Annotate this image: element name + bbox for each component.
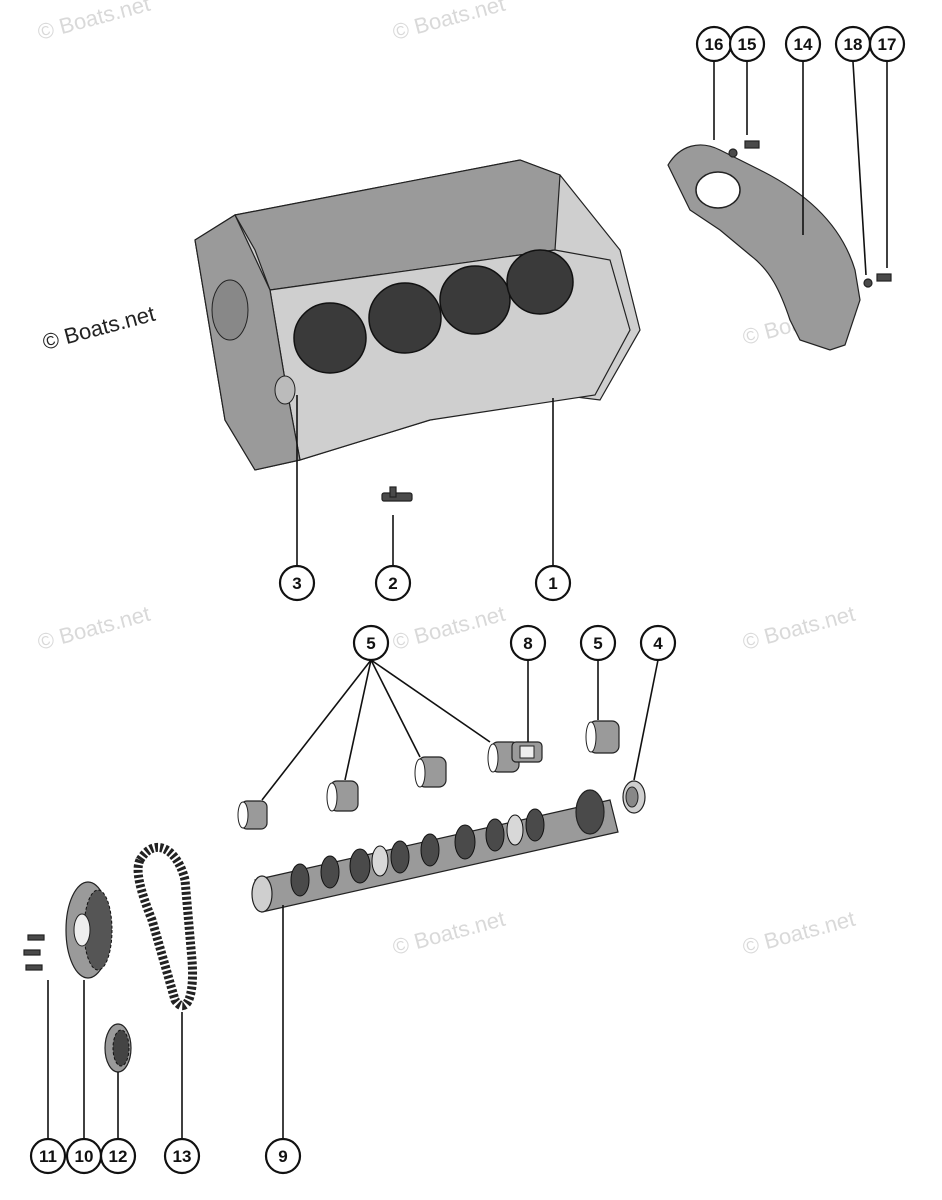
svg-text:1: 1: [548, 574, 557, 593]
camshaft: [251, 789, 619, 913]
sprocket-bolts: [23, 934, 45, 971]
svg-text:16: 16: [705, 35, 724, 54]
callout-2: 2: [374, 564, 412, 602]
watermarks: © Boats.net © Boats.net © Boats.net © Bo…: [35, 0, 858, 960]
callout-17: 17: [868, 25, 906, 63]
callouts: 1 2 3 5 8 5 4 16 15 14 18: [29, 25, 906, 1175]
svg-text:13: 13: [173, 1147, 192, 1166]
watermark: © Boats.net: [390, 906, 508, 960]
callout-3: 3: [278, 564, 316, 602]
svg-text:11: 11: [39, 1147, 57, 1166]
engine-block: [194, 159, 641, 471]
expansion-plug: [381, 486, 413, 502]
svg-text:5: 5: [366, 634, 375, 653]
callout-5a: 5: [352, 624, 390, 662]
timing-chain: [133, 843, 198, 1011]
svg-text:15: 15: [738, 35, 757, 54]
svg-text:2: 2: [388, 574, 397, 593]
valve-lifter: [511, 741, 543, 763]
callout-13: 13: [163, 1137, 201, 1175]
camshaft-rear-plug: [622, 780, 646, 814]
svg-text:4: 4: [653, 634, 663, 653]
svg-text:14: 14: [794, 35, 813, 54]
watermark: © Boats.net: [35, 0, 153, 45]
callout-14: 14: [784, 25, 822, 63]
watermark: © Boats.net: [35, 601, 153, 655]
callout-12: 12: [99, 1137, 137, 1175]
watermark: © Boats.net: [390, 601, 508, 655]
callout-8: 8: [509, 624, 547, 662]
callout-15: 15: [728, 25, 766, 63]
callout-11: 11: [29, 1137, 67, 1175]
callout-18: 18: [834, 25, 872, 63]
svg-text:3: 3: [292, 574, 301, 593]
callout-10: 10: [65, 1137, 103, 1175]
watermark: © Boats.net: [740, 906, 858, 960]
watermark-prominent: © Boats.net: [40, 301, 158, 355]
svg-text:12: 12: [109, 1147, 128, 1166]
svg-text:8: 8: [523, 634, 532, 653]
callout-5b: 5: [579, 624, 617, 662]
svg-text:17: 17: [878, 35, 897, 54]
leader-lines: [47, 61, 888, 1138]
callout-9: 9: [264, 1137, 302, 1175]
watermark: © Boats.net: [740, 601, 858, 655]
svg-text:10: 10: [75, 1147, 94, 1166]
cam-bearings: [237, 720, 620, 830]
camshaft-sprocket: [65, 881, 113, 979]
crankshaft-sprocket: [104, 1023, 132, 1073]
callout-4: 4: [639, 624, 677, 662]
engine-mounting-plate: [667, 140, 892, 351]
callout-16: 16: [695, 25, 733, 63]
svg-text:5: 5: [593, 634, 602, 653]
watermark: © Boats.net: [390, 0, 508, 45]
svg-text:9: 9: [278, 1147, 287, 1166]
svg-text:18: 18: [844, 35, 863, 54]
callout-1: 1: [534, 564, 572, 602]
